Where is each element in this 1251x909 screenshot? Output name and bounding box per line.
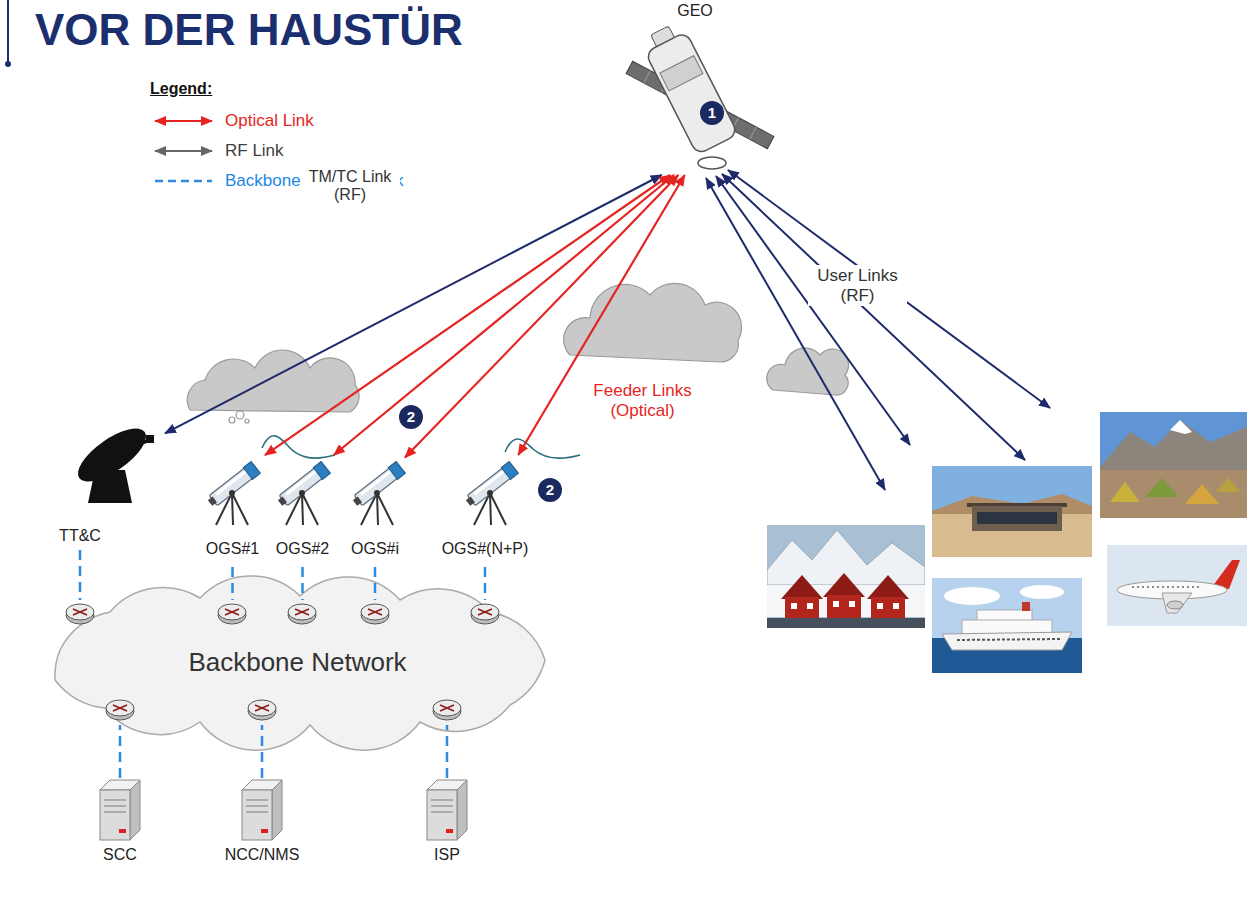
turbulence-waves [262, 436, 580, 458]
connector-line [261, 725, 264, 778]
optical-station-node: OGS#(N+P) [435, 455, 535, 567]
node-label: GEO [677, 2, 713, 20]
legend-text: Optical Link [225, 111, 314, 131]
backbone-cloud-node: Backbone Network [45, 600, 550, 725]
node-label: TT&C [59, 527, 101, 545]
legend-text: RF Link [225, 141, 284, 161]
optical-station-node: OGS#i [345, 455, 405, 567]
link-label: Feeder Links (Optical) [578, 380, 707, 421]
connector-line [231, 567, 234, 600]
servers [100, 780, 467, 840]
connector-line [301, 567, 304, 600]
node-label: ISP [434, 846, 460, 864]
connector-line [484, 567, 487, 600]
node-label: OGS#i [351, 540, 399, 558]
optical-station-node: OGS#2 [270, 455, 335, 567]
satellite-node: GEO [640, 2, 750, 175]
callout-number: 2 [399, 405, 423, 429]
legend-samples [155, 121, 212, 181]
node-label: OGS#(N+P) [442, 540, 529, 558]
ttc-station-node: TT&C [55, 415, 165, 550]
photo-houses [767, 525, 925, 628]
server-node: ISP [422, 778, 472, 870]
node-label: SCC [103, 846, 137, 864]
callout-number: 1 [700, 101, 724, 125]
callout-number: 2 [538, 478, 562, 502]
photo-plane [1107, 545, 1247, 626]
legend-heading: Legend: [150, 80, 212, 98]
node-label: OGS#1 [206, 540, 259, 558]
node-label: OGS#2 [276, 540, 329, 558]
link-label: User Links (RF) [808, 265, 907, 306]
title-bar [5, 0, 11, 67]
edge-label: TM/TC Link (RF) [300, 168, 400, 205]
page-title: VOR DER HAUSTÜR [35, 5, 463, 56]
node-label: Backbone Network [188, 648, 406, 678]
telescopes [205, 461, 518, 525]
satellite [626, 20, 774, 169]
photo-ship [932, 578, 1082, 673]
server-node: NCC/NMS [217, 778, 307, 870]
connector-line [119, 725, 122, 778]
node-label: NCC/NMS [225, 846, 300, 864]
connector-line [446, 725, 449, 778]
connector-line [79, 550, 82, 600]
server-node: SCC [95, 778, 145, 870]
photo-desert [932, 466, 1092, 557]
ttc-dish [70, 419, 154, 503]
connector-line [374, 567, 377, 600]
optical-station-node: OGS#1 [200, 455, 265, 567]
photo-tents [1100, 412, 1247, 518]
user-links [706, 170, 1050, 490]
backbone-cloud [55, 576, 545, 750]
